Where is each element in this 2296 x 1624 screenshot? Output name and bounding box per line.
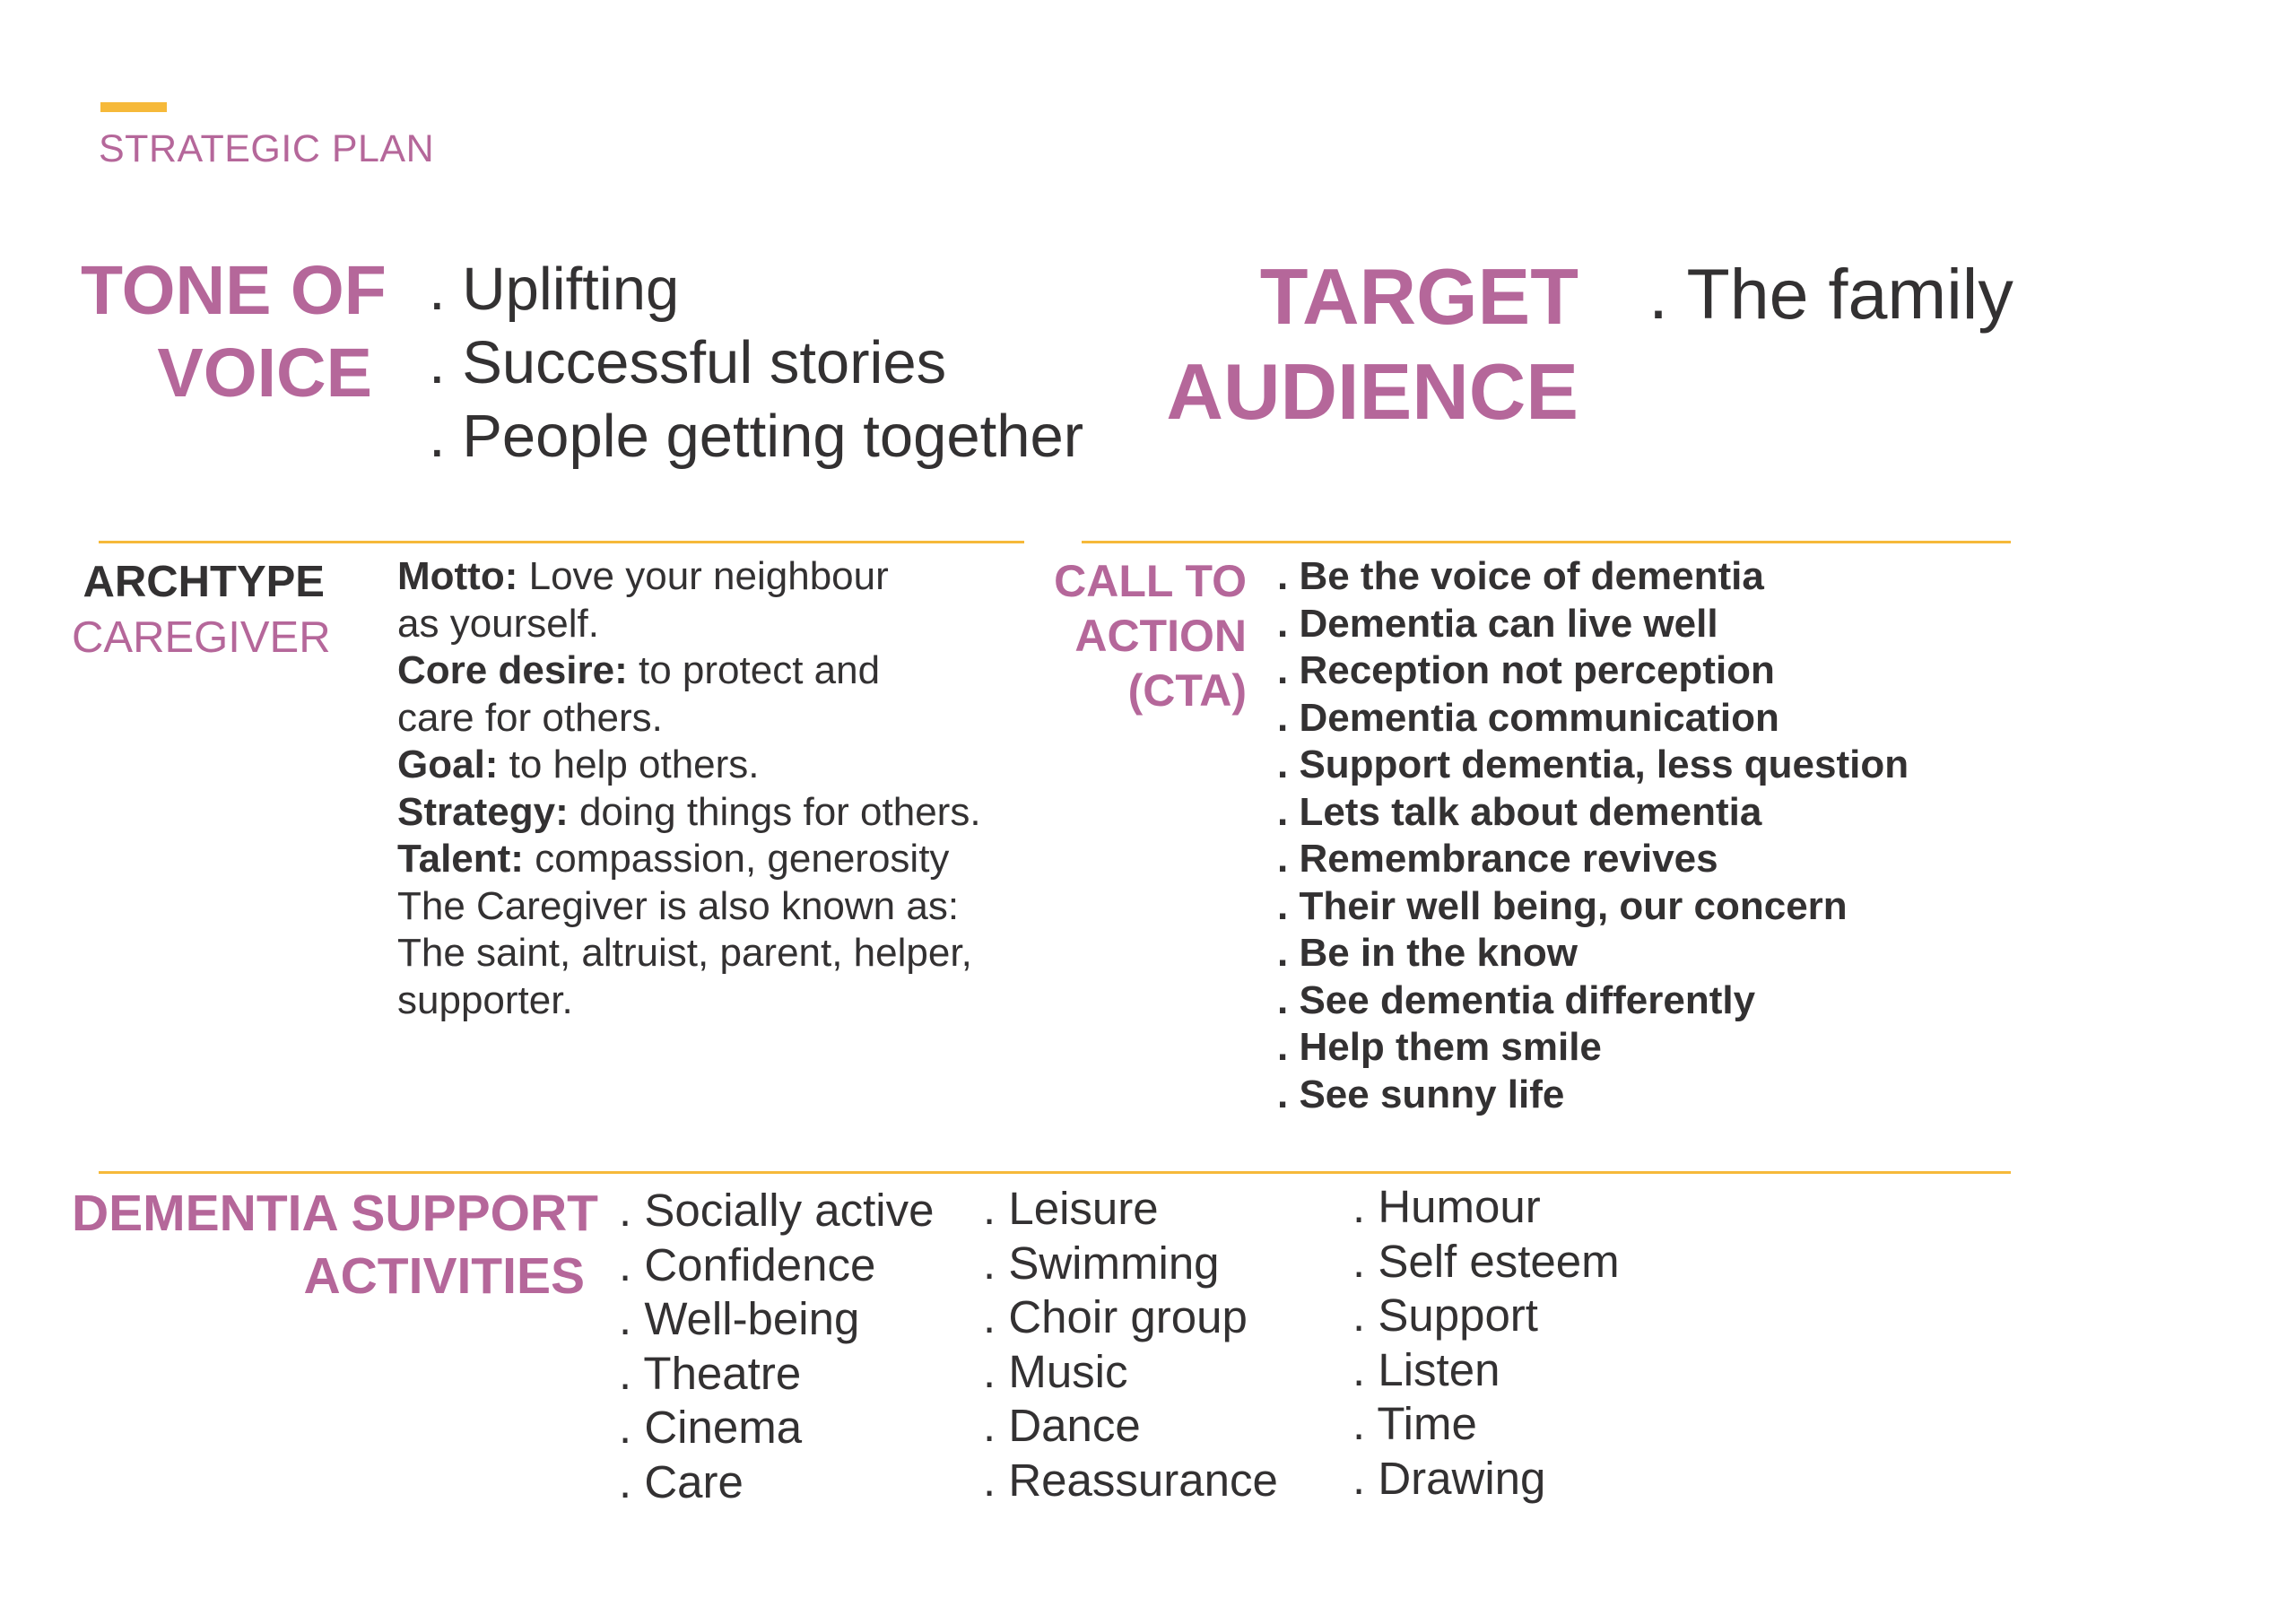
core-desire-label: Core desire: (397, 648, 628, 692)
core-desire-line: Core desire: to protect and (397, 647, 981, 695)
list-item: . Be the voice of dementia (1277, 554, 1764, 598)
section-label: STRATEGIC PLAN (99, 127, 435, 170)
list-item: . Reassurance (983, 1454, 1278, 1506)
activities-heading-line-2: ACTIVITIES (303, 1247, 585, 1305)
archetype-heading: ARCHTYPE CAREGIVER (72, 554, 331, 665)
list-item: . Remembrance revives (1277, 837, 1718, 881)
target-audience-list: . The family (1648, 253, 2013, 335)
list-item: . Be in the know (1277, 931, 1578, 975)
target-heading-line-1: TARGET (1259, 252, 1578, 341)
talent-label: Talent: (397, 837, 524, 881)
list-item: . Care (619, 1455, 744, 1507)
core-desire-text: to protect and (627, 648, 881, 692)
list-item: . Self esteem (1352, 1235, 1620, 1287)
list-item: . Uplifting (429, 256, 680, 323)
motto-label: Motto: (397, 554, 518, 598)
list-item: . Dance (983, 1400, 1141, 1451)
motto-continuation: as yourself. (397, 601, 599, 646)
known-as-line-1: The Caregiver is also known as: (397, 883, 960, 928)
list-item: . Reception not perception (1277, 648, 1775, 692)
cta-heading-line-2: ACTION (1074, 611, 1247, 661)
tone-heading-line-2: VOICE (157, 334, 372, 412)
activities-column-3: . Humour . Self esteem . Support . Liste… (1352, 1180, 1620, 1506)
archetype-heading-line-2: CAREGIVER (72, 613, 331, 662)
target-audience-heading: TARGET AUDIENCE (1166, 249, 1578, 439)
list-item: . Theatre (619, 1347, 802, 1399)
list-item: . Successful stories (429, 329, 947, 396)
list-item: . Support dementia, less question (1277, 743, 1909, 786)
target-heading-line-2: AUDIENCE (1166, 347, 1578, 436)
list-item: . See dementia differently (1277, 977, 1756, 1022)
list-item: . Socially active (619, 1185, 935, 1236)
cta-heading-line-1: CALL TO (1054, 556, 1247, 606)
list-item: . Their well being, our concern (1277, 883, 1848, 928)
list-item: . Time (1352, 1398, 1477, 1449)
talent-text: compassion, generosity (523, 837, 950, 881)
known-as-line-3: supporter. (397, 977, 573, 1022)
goal-text: to help others. (498, 743, 760, 786)
list-item: . The family (1648, 254, 2013, 334)
motto-line: Motto: Love your neighbour (397, 553, 981, 601)
call-to-action-list: . Be the voice of dementia . Dementia ca… (1277, 553, 1909, 1118)
strategy-line: Strategy: doing things for others. (397, 789, 981, 837)
list-item: . Leisure (983, 1183, 1159, 1234)
activities-column-1: . Socially active . Confidence . Well-be… (619, 1184, 934, 1509)
list-item: . Dementia communication (1277, 695, 1779, 740)
activities-heading: DEMENTIA SUPPORT ACTIVITIES (72, 1182, 598, 1307)
list-item: . Music (983, 1345, 1128, 1397)
accent-bar (100, 102, 167, 112)
list-item: . Support (1352, 1290, 1538, 1341)
divider-activities (99, 1171, 2011, 1174)
activities-column-2: . Leisure . Swimming . Choir group . Mus… (983, 1182, 1278, 1507)
motto-text: Love your neighbour (517, 554, 889, 598)
strategy-label: Strategy: (397, 789, 569, 834)
divider-cta (1082, 541, 2011, 543)
core-desire-continuation: care for others. (397, 695, 663, 740)
archetype-heading-line-1: ARCHTYPE (83, 558, 325, 606)
list-item: . Swimming (983, 1237, 1220, 1289)
talent-line: Talent: compassion, generosity (397, 836, 981, 883)
goal-label: Goal: (397, 743, 499, 786)
tone-of-voice-list: . Uplifting . Successful stories . Peopl… (429, 253, 1083, 473)
list-item: . Choir group (983, 1291, 1248, 1342)
cta-heading-line-3: (CTA) (1127, 665, 1247, 716)
list-item: . Cinema (619, 1402, 803, 1453)
tone-heading-line-1: TONE OF (81, 252, 387, 329)
list-item: . Dementia can live well (1277, 601, 1718, 646)
tone-of-voice-heading: TONE OF VOICE (81, 249, 387, 414)
list-item: . See sunny life (1277, 1072, 1565, 1116)
list-item: . Humour (1352, 1181, 1541, 1232)
list-item: . Listen (1352, 1343, 1500, 1395)
list-item: . Confidence (619, 1238, 876, 1290)
list-item: . Lets talk about dementia (1277, 789, 1762, 834)
list-item: . Drawing (1352, 1452, 1546, 1504)
archetype-description: Motto: Love your neighbour as yourself. … (397, 553, 981, 1024)
list-item: . People getting together (429, 403, 1084, 470)
known-as-line-2: The saint, altruist, parent, helper, (397, 931, 972, 975)
activities-heading-line-1: DEMENTIA SUPPORT (72, 1185, 598, 1242)
call-to-action-heading: CALL TO ACTION (CTA) (996, 554, 1247, 718)
list-item: . Well-being (619, 1293, 860, 1344)
strategy-text: doing things for others. (568, 789, 981, 834)
goal-line: Goal: to help others. (397, 742, 981, 789)
divider-archetype (99, 541, 1024, 543)
list-item: . Help them smile (1277, 1025, 1602, 1069)
